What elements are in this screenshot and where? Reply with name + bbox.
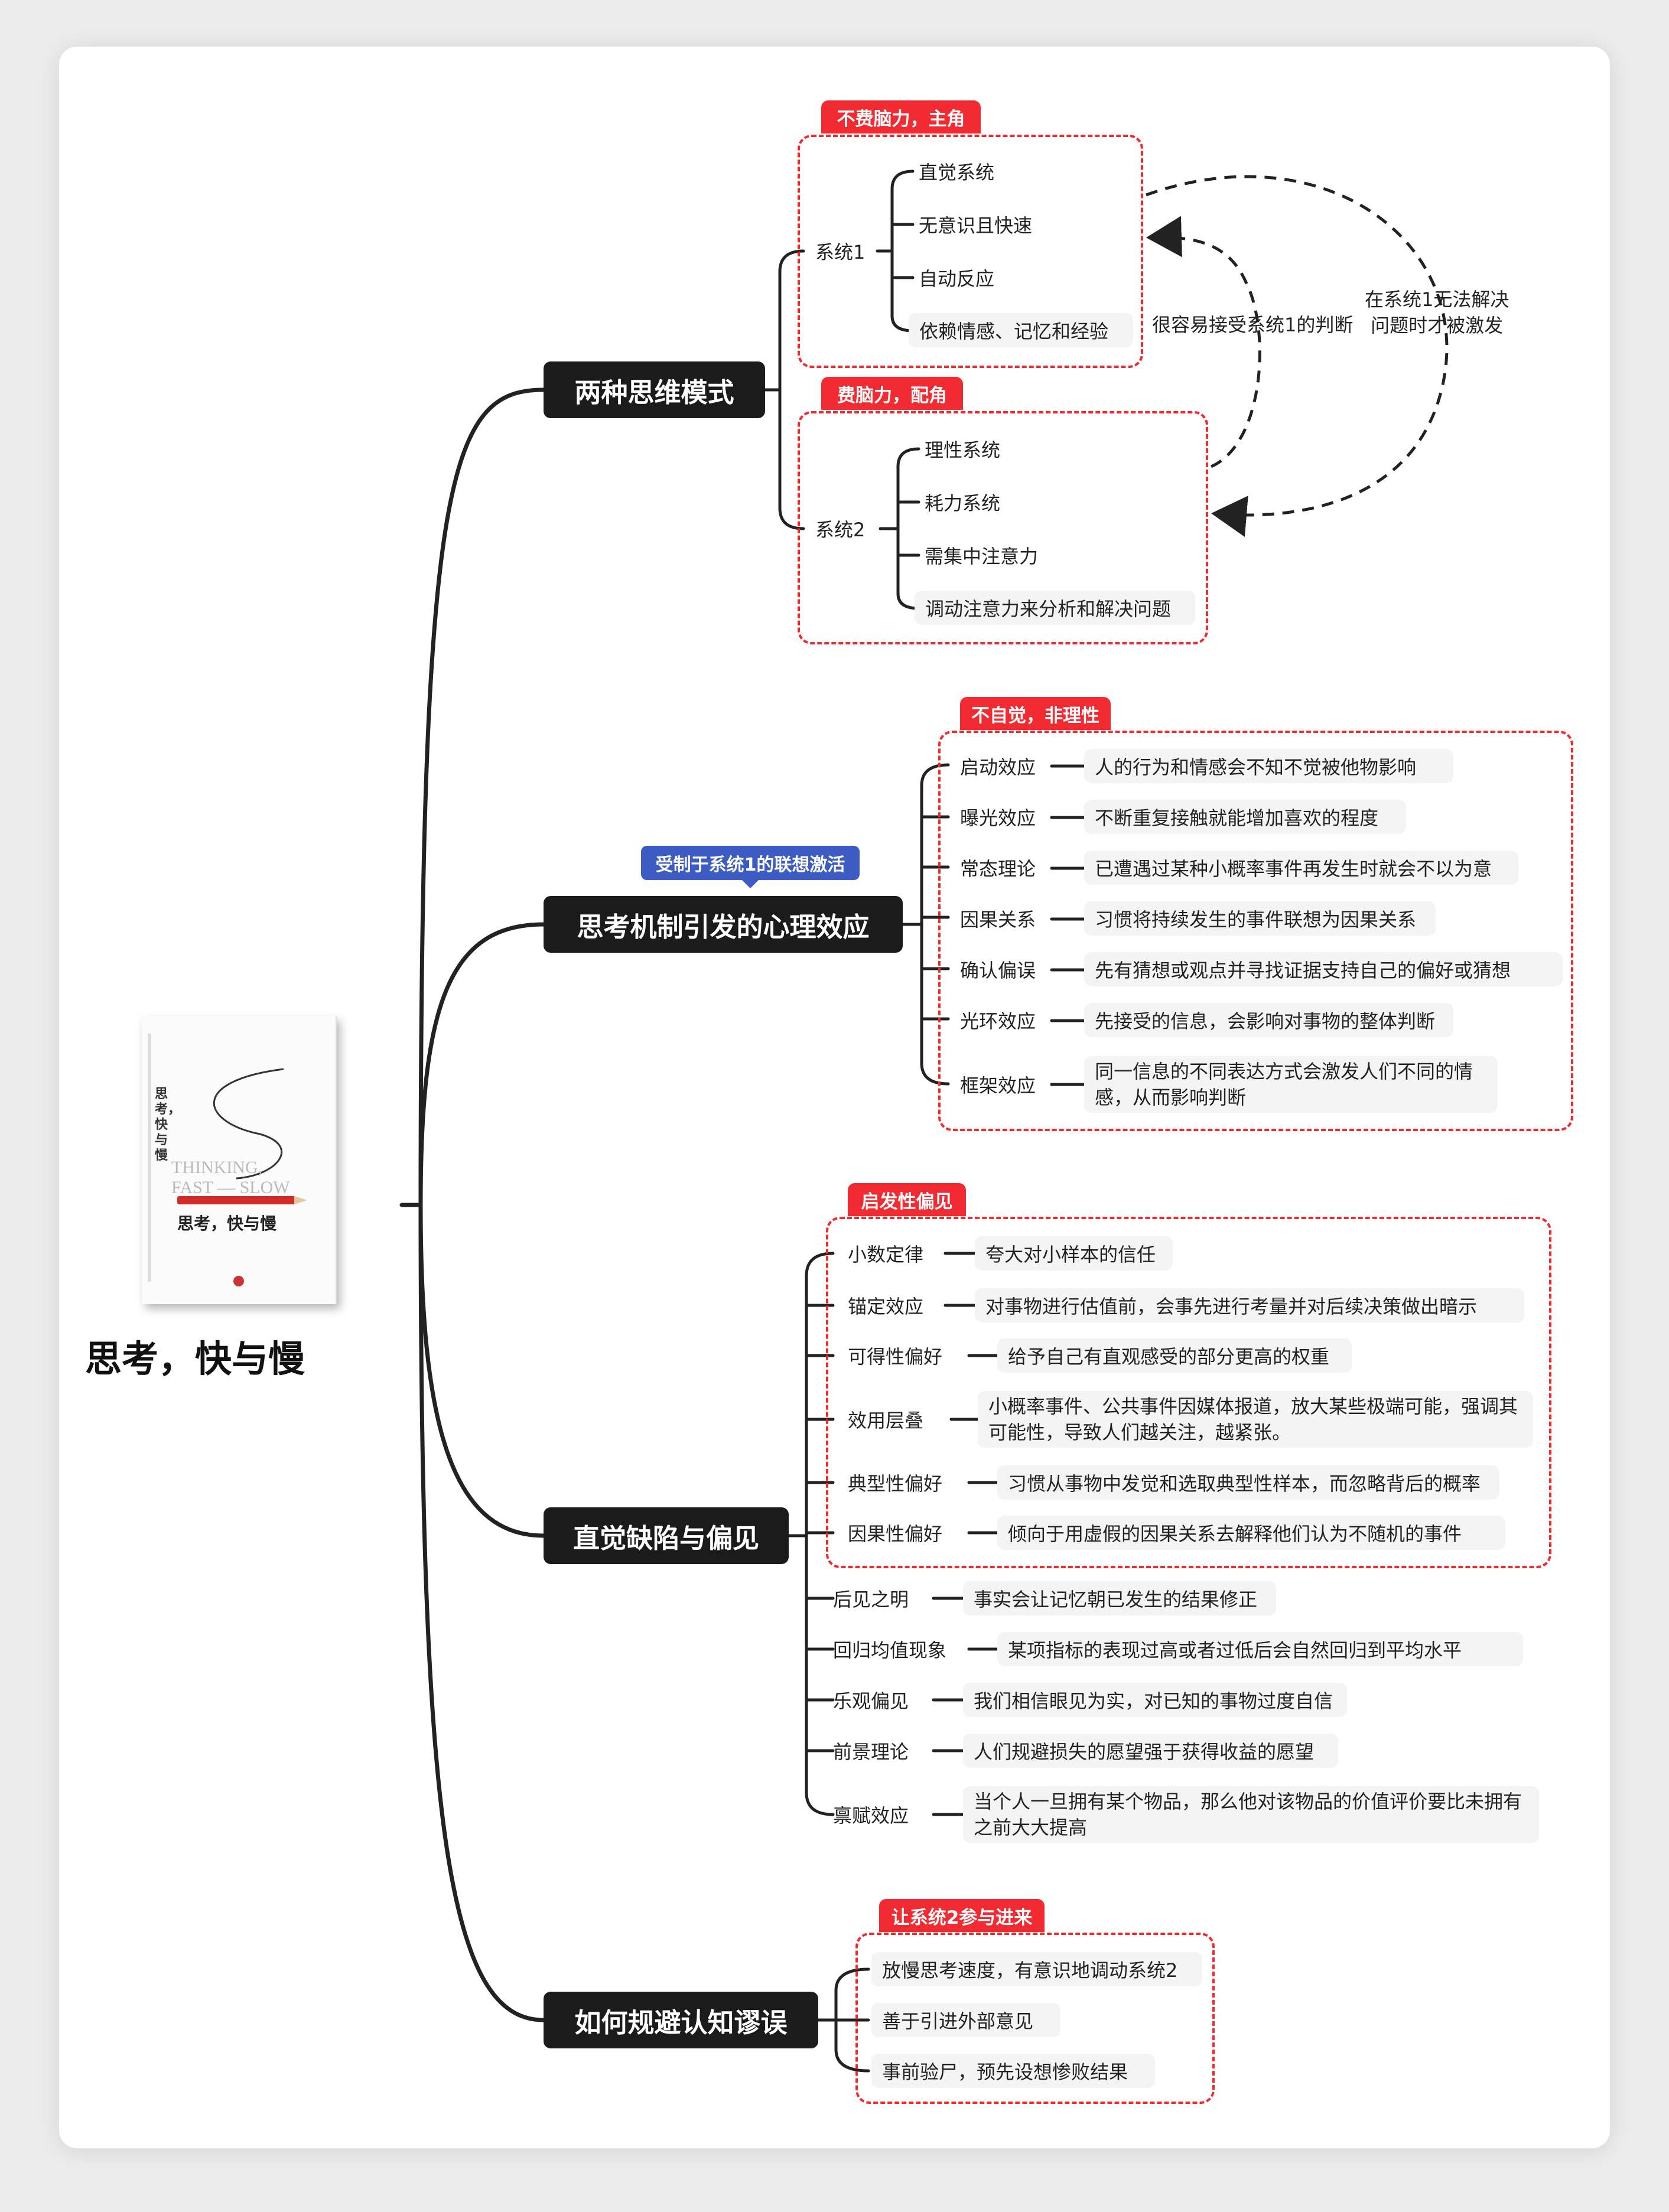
effect-name[interactable]: 常态理论 [960, 858, 1036, 880]
node-system2[interactable]: 系统2 [815, 519, 866, 541]
tag-system1: 不费脑力，主角 [821, 100, 981, 133]
bias-desc[interactable]: 某项指标的表现过高或者过低后会自然回归到平均水平 [997, 1632, 1523, 1666]
system1-group-box [798, 135, 1143, 368]
branch-two-thinking-modes[interactable]: 两种思维模式 [544, 361, 765, 418]
bias-desc[interactable]: 倾向于用虚假的因果关系去解释他们认为不随机的事件 [997, 1516, 1505, 1550]
system1-item[interactable]: 自动反应 [919, 268, 995, 290]
bias-desc[interactable]: 当个人一旦拥有某个物品，那么他对该物品的价值评价要比未拥有之前大大提高 [963, 1786, 1539, 1843]
bias-desc[interactable]: 习惯从事物中发觉和选取典型性样本，而忽略背后的概率 [997, 1465, 1499, 1500]
effect-desc[interactable]: 先有猜想或观点并寻找证据支持自己的偏好或猜想 [1084, 952, 1563, 986]
relation-note-accept: 很容易接受系统1的判断 [1152, 314, 1354, 336]
publisher-logo [233, 1276, 244, 1286]
heuristic-group-box [826, 1217, 1551, 1568]
branch-avoid-cognitive-fallacies[interactable]: 如何规避认知谬误 [544, 1992, 818, 2048]
avoid-item[interactable]: 放慢思考速度，有意识地调动系统2 [871, 1952, 1202, 1986]
bias-desc[interactable]: 事实会让记忆朝已发生的结果修正 [963, 1581, 1276, 1615]
bias-name[interactable]: 可得性偏好 [848, 1346, 943, 1368]
system2-group-box [798, 411, 1208, 644]
node-system1[interactable]: 系统1 [815, 241, 866, 263]
effect-desc[interactable]: 已遭遇过某种小概率事件再发生时就会不以为意 [1084, 851, 1518, 885]
system2-item[interactable]: 理性系统 [925, 439, 1001, 461]
bias-name[interactable]: 回归均值现象 [833, 1639, 947, 1662]
bias-desc[interactable]: 人们规避损失的愿望强于获得收益的愿望 [963, 1734, 1338, 1768]
tag-involve-system2: 让系统2参与进来 [879, 1899, 1045, 1932]
annotation-system1-association: 受制于系统1的联想激活 [641, 846, 860, 888]
root-title: 思考，快与慢 [84, 1337, 305, 1380]
bias-name[interactable]: 锚定效应 [848, 1295, 924, 1318]
bias-name[interactable]: 效用层叠 [848, 1409, 924, 1432]
system2-item[interactable]: 耗力系统 [925, 492, 1001, 514]
book-cover-image: THINKING, FAST — SLOW 思考，快与慢 思考，快与慢 [135, 1016, 345, 1311]
system2-item[interactable]: 调动注意力来分析和解决问题 [915, 591, 1195, 625]
relation-note-activate: 在系统1无法解决 问题时才被激发 [1365, 288, 1509, 337]
bias-desc[interactable]: 我们相信眼见为实，对已知的事物过度自信 [963, 1683, 1347, 1717]
bias-name[interactable]: 乐观偏见 [833, 1690, 909, 1712]
system1-item[interactable]: 依赖情感、记忆和经验 [909, 313, 1133, 347]
bias-desc[interactable]: 对事物进行估值前，会事先进行考量并对后续决策做出暗示 [975, 1288, 1524, 1322]
effect-desc[interactable]: 同一信息的不同表达方式会激发人们不同的情感，从而影响判断 [1084, 1056, 1498, 1113]
bias-desc[interactable]: 给予自己有直观感受的部分更高的权重 [997, 1338, 1352, 1373]
tag-unconscious: 不自觉，非理性 [960, 697, 1111, 730]
cover-english-title: THINKING, FAST — SLOW [171, 1158, 290, 1197]
effect-name[interactable]: 因果关系 [960, 908, 1036, 931]
avoid-item[interactable]: 善于引进外部意见 [871, 2003, 1060, 2037]
effect-name[interactable]: 框架效应 [960, 1074, 1036, 1097]
branch-psychological-effects[interactable]: 思考机制引发的心理效应 [544, 896, 903, 953]
tag-system2: 费脑力，配角 [821, 377, 963, 410]
bias-name[interactable]: 小数定律 [848, 1243, 924, 1266]
bias-name[interactable]: 禀赋效应 [833, 1804, 909, 1827]
effect-name[interactable]: 光环效应 [960, 1010, 1036, 1032]
bias-desc[interactable]: 夸大对小样本的信任 [975, 1236, 1173, 1270]
cover-curve-illustration [213, 1068, 284, 1180]
avoid-item[interactable]: 事前验尸，预先设想惨败结果 [871, 2054, 1155, 2088]
cover-title: 思考，快与慢 [177, 1215, 277, 1233]
effect-name[interactable]: 启动效应 [960, 756, 1036, 778]
tag-heuristic-bias: 启发性偏见 [848, 1183, 966, 1216]
branch-intuition-biases[interactable]: 直觉缺陷与偏见 [544, 1507, 789, 1564]
system1-item[interactable]: 直觉系统 [919, 161, 995, 184]
bias-name[interactable]: 后见之明 [833, 1588, 909, 1611]
bias-name[interactable]: 典型性偏好 [848, 1473, 943, 1495]
system2-item[interactable]: 需集中注意力 [925, 545, 1039, 568]
bias-name[interactable]: 前景理论 [833, 1741, 909, 1763]
effect-desc[interactable]: 习惯将持续发生的事件联想为因果关系 [1084, 901, 1436, 936]
effect-name[interactable]: 确认偏误 [960, 959, 1036, 982]
bias-desc[interactable]: 小概率事件、公共事件因媒体报道，放大某些极端可能，强调其可能性，导致人们越关注，… [978, 1391, 1533, 1448]
system1-item[interactable]: 无意识且快速 [919, 214, 1033, 237]
effect-desc[interactable]: 不断重复接触就能增加喜欢的程度 [1084, 800, 1406, 834]
avoid-group-box [855, 1933, 1215, 2104]
effect-desc[interactable]: 人的行为和情感会不知不觉被他物影响 [1084, 749, 1453, 783]
bias-name[interactable]: 因果性偏好 [848, 1523, 943, 1545]
effect-name[interactable]: 曝光效应 [960, 807, 1036, 829]
cover-pencil [177, 1196, 295, 1204]
cover-side-title: 思考，快与慢 [155, 1087, 181, 1163]
effect-desc[interactable]: 先接受的信息，会影响对事物的整体判断 [1084, 1003, 1453, 1037]
effects-group-box [938, 731, 1573, 1131]
